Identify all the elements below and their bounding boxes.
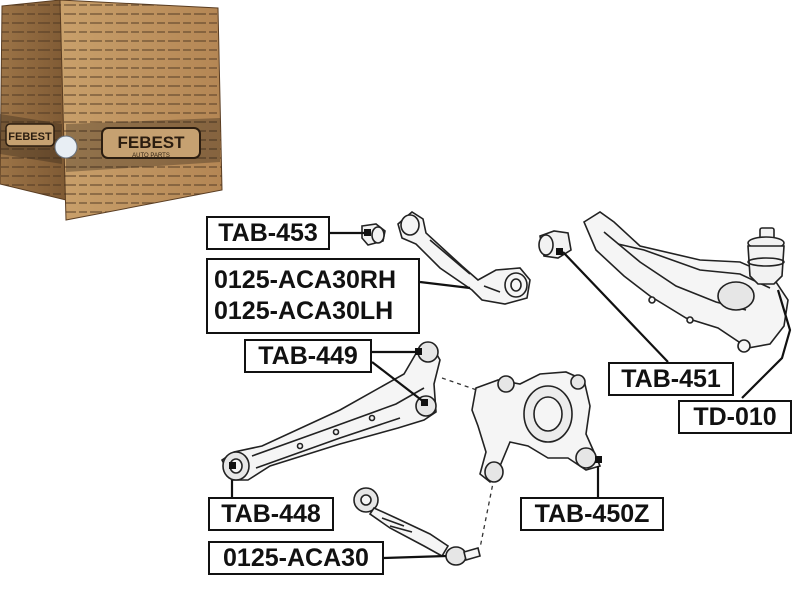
box-subtitle: AUTO PARTS	[132, 153, 170, 159]
part-number-0125-aca30: 0125-ACA30	[223, 543, 369, 572]
upper-control-arm	[397, 211, 531, 305]
leader-markers	[229, 229, 602, 469]
rear-knuckle	[471, 371, 602, 484]
leader-lines	[230, 231, 792, 560]
part-number-tab-451: TAB-451	[621, 364, 721, 393]
part-number-tab-449: TAB-449	[258, 341, 358, 370]
label-tab-451: TAB-451	[608, 362, 734, 396]
box-side-brand: FEBEST	[8, 131, 52, 143]
label-tab-449: TAB-449	[244, 339, 372, 373]
part-number-tab-450z: TAB-450Z	[534, 499, 650, 528]
label-tab-448: TAB-448	[208, 497, 334, 531]
label-0125-aca30: 0125-ACA30	[208, 541, 384, 575]
label-tab-450z: TAB-450Z	[520, 497, 664, 531]
trailing-arm	[582, 211, 789, 353]
part-number-0125-aca30lh: 0125-ACA30LH	[214, 297, 394, 325]
part-number-tab-448: TAB-448	[221, 499, 321, 528]
tab-451-bushing	[538, 230, 572, 259]
label-0125-aca30rh-lh: 0125-ACA30RH 0125-ACA30LH	[206, 258, 420, 334]
label-td-010: TD-010	[678, 400, 792, 434]
product-box: FEBEST AUTO PARTS FEBEST	[0, 0, 223, 221]
td-010-bump-stop	[747, 227, 785, 285]
part-number-tab-453: TAB-453	[218, 218, 318, 247]
label-tab-453: TAB-453	[206, 216, 330, 250]
toe-link	[353, 487, 481, 566]
box-brand: FEBEST	[117, 133, 185, 152]
part-number-0125-aca30rh: 0125-ACA30RH	[214, 266, 397, 294]
part-number-td-010: TD-010	[693, 402, 777, 431]
